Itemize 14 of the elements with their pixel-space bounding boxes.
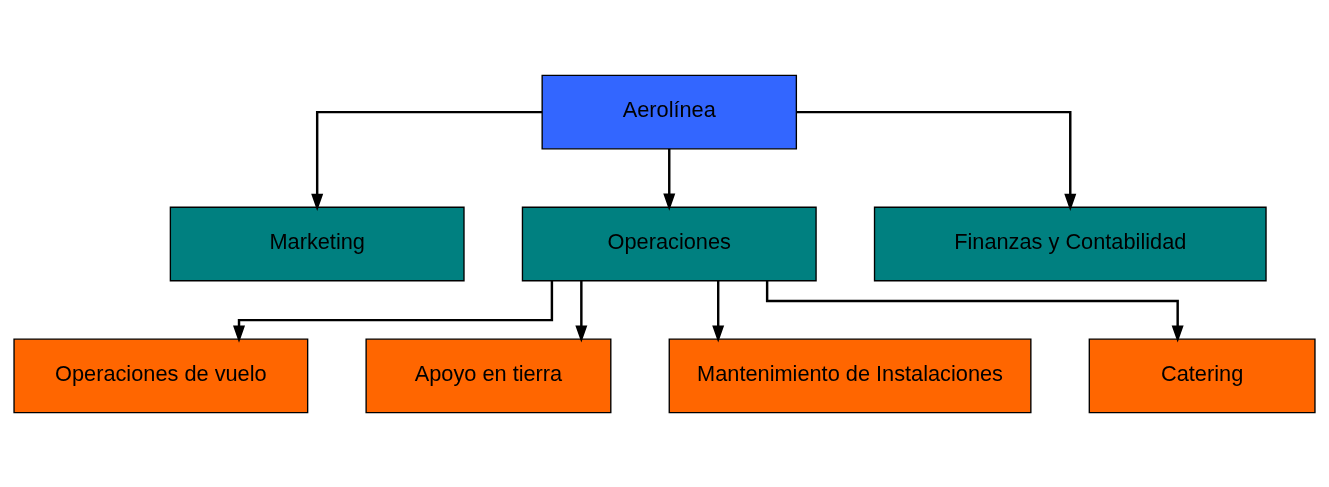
- node-box: Finanzas y Contabilidad: [873, 206, 1267, 281]
- node-box: Operaciones de vuelo: [13, 338, 309, 413]
- arrow: [712, 280, 725, 343]
- arrow: [796, 110, 1077, 211]
- arrow: [663, 148, 676, 211]
- node-box: Operaciones: [521, 206, 817, 281]
- node-box: Catering: [1088, 338, 1316, 413]
- node-box: Aerolínea: [541, 74, 798, 149]
- node-box: Mantenimiento de Instalaciones: [668, 338, 1032, 413]
- arrow: [575, 280, 588, 343]
- arrow: [311, 110, 543, 211]
- node-box: Apoyo en tierra: [365, 338, 612, 413]
- arrow: [233, 280, 554, 343]
- node-box: Marketing: [169, 206, 465, 281]
